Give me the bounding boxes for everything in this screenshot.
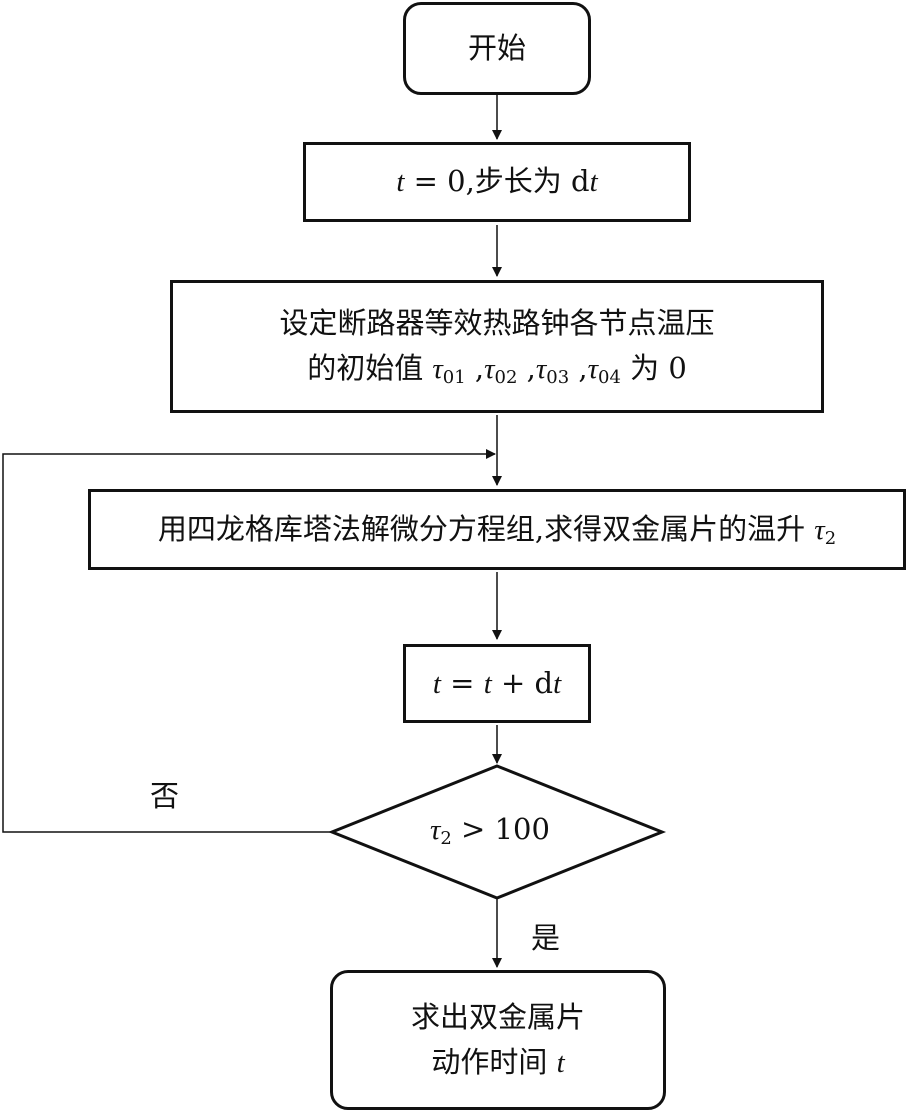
- init-label: t = 0,步长为 dt: [396, 164, 598, 199]
- yes-branch-label: 是: [531, 921, 561, 955]
- start-node: 开始: [403, 2, 591, 95]
- decision-label: τ2 > 100: [430, 812, 550, 849]
- solve-label: 用四龙格库塔法解微分方程组,求得双金属片的温升 τ2: [157, 511, 837, 549]
- set-initial-line1: 设定断路器等效热路钟各节点温压: [279, 306, 715, 341]
- step-node: t = t + dt: [403, 644, 591, 723]
- end-node: 求出双金属片 动作时间 t: [330, 970, 666, 1110]
- set-initial-node: 设定断路器等效热路钟各节点温压 的初始值 τ01 ,τ02 ,τ03 ,τ04 …: [170, 280, 824, 413]
- end-line2: 动作时间 t: [431, 1044, 565, 1079]
- no-branch-label: 否: [150, 779, 180, 813]
- start-label: 开始: [467, 31, 526, 66]
- solve-node: 用四龙格库塔法解微分方程组,求得双金属片的温升 τ2: [88, 489, 906, 570]
- loop-back-line: [2, 449, 496, 833]
- init-node: t = 0,步长为 dt: [303, 142, 691, 222]
- end-line1: 求出双金属片: [410, 999, 585, 1034]
- step-label: t = t + dt: [432, 665, 562, 700]
- set-initial-line2: 的初始值 τ01 ,τ02 ,τ03 ,τ04 为 0: [307, 351, 687, 388]
